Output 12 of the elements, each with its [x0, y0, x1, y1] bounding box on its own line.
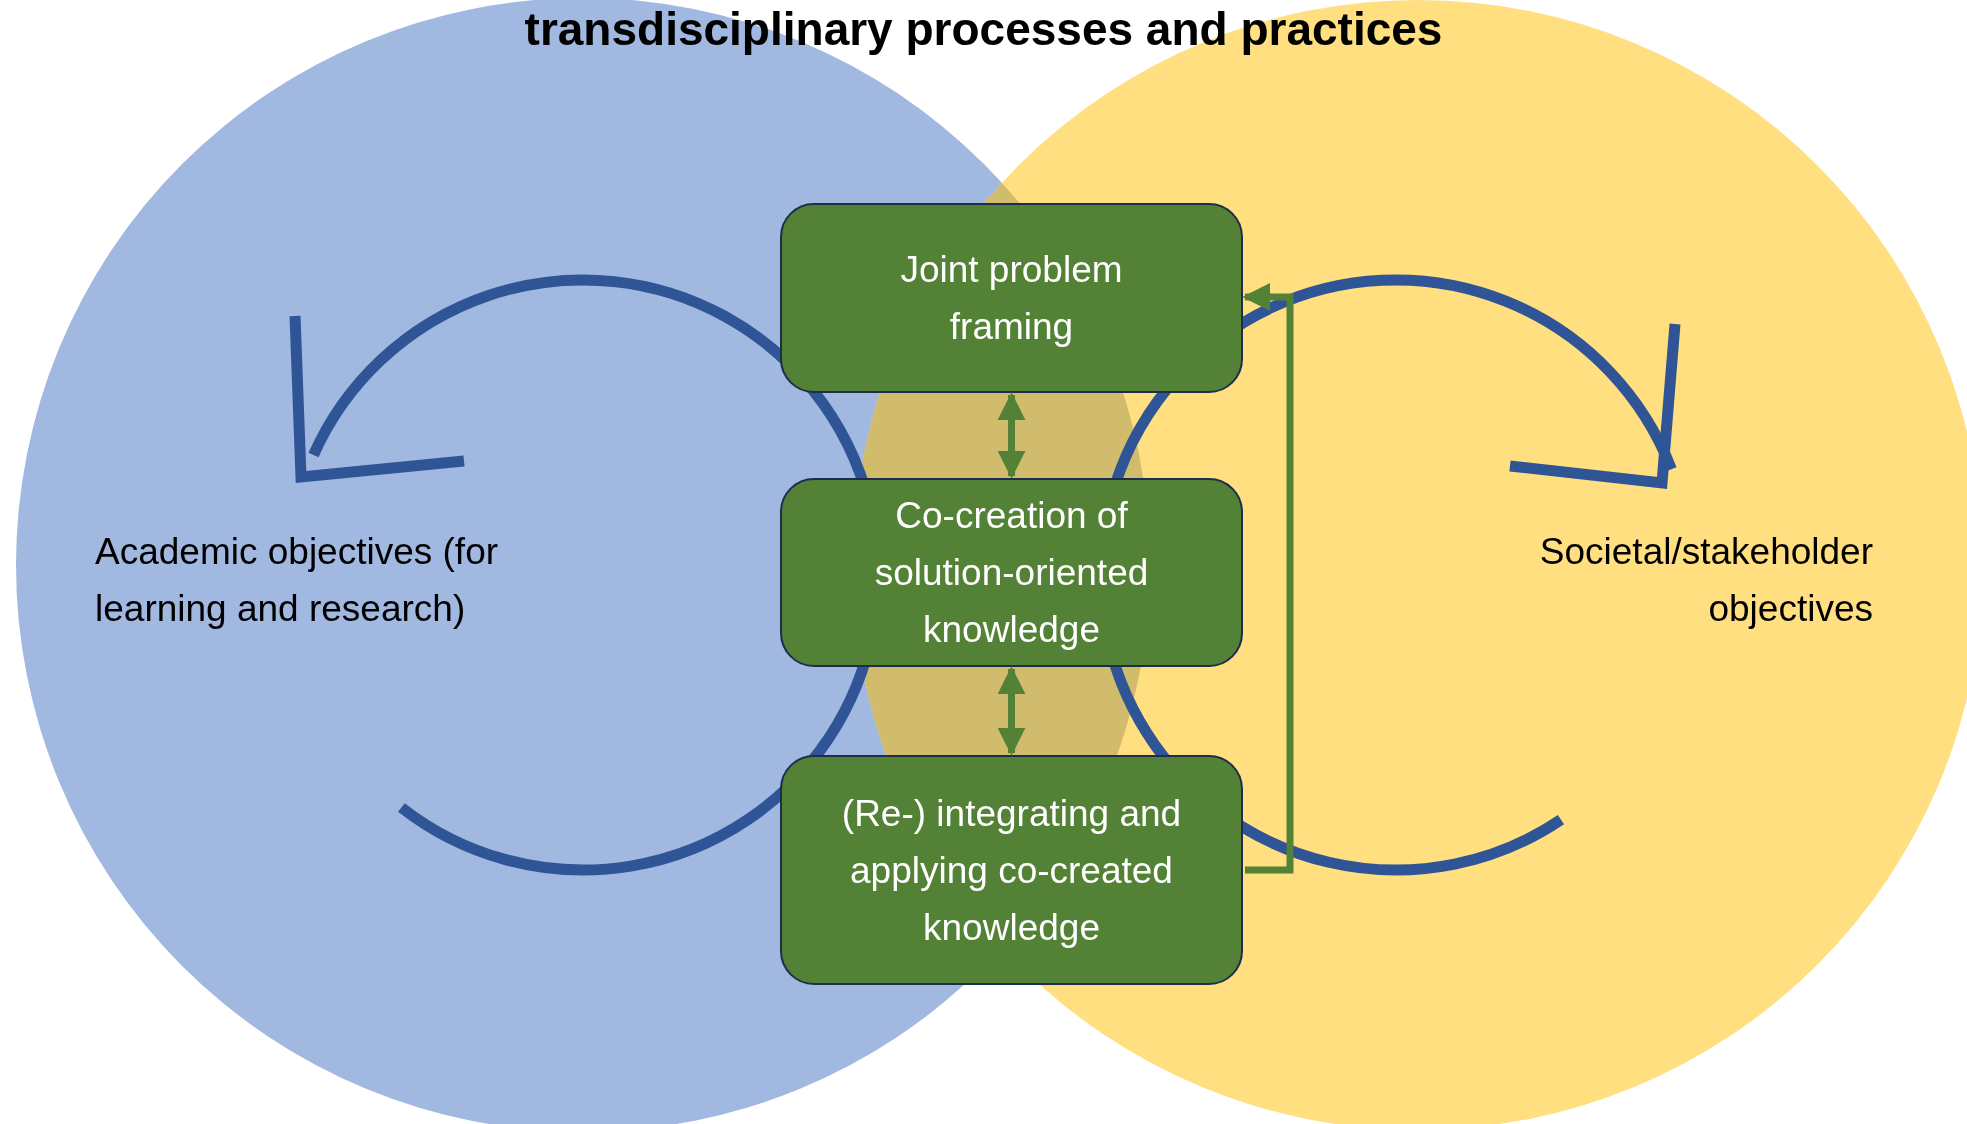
diagram-title: transdisciplinary processes and practices	[524, 3, 1443, 55]
connector-arrow	[1242, 283, 1294, 874]
connector-arrow	[997, 392, 1026, 479]
process-box	[780, 478, 1243, 667]
objective-label: Academic objectives (for learning and research)	[95, 530, 500, 631]
box-text: Joint problem framing	[899, 248, 1124, 349]
process-box	[780, 755, 1243, 985]
box-text: (Re-) integrating and applying co-created knowledge	[840, 791, 1183, 950]
connector-arrow	[997, 666, 1026, 756]
objective-label: Societal/stakeholder objectives	[1538, 530, 1873, 631]
box-text: Co-creation of solution-oriented knowledge	[873, 494, 1150, 652]
process-box	[780, 203, 1243, 393]
